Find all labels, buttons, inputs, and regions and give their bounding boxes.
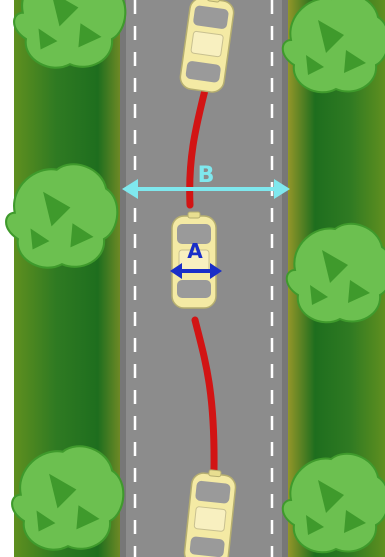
- road-edge-left: [120, 0, 126, 557]
- car-width-label: A: [187, 239, 203, 263]
- road-width-label: B: [198, 163, 215, 188]
- tree-icon: [283, 0, 385, 92]
- left-margin: [0, 0, 14, 557]
